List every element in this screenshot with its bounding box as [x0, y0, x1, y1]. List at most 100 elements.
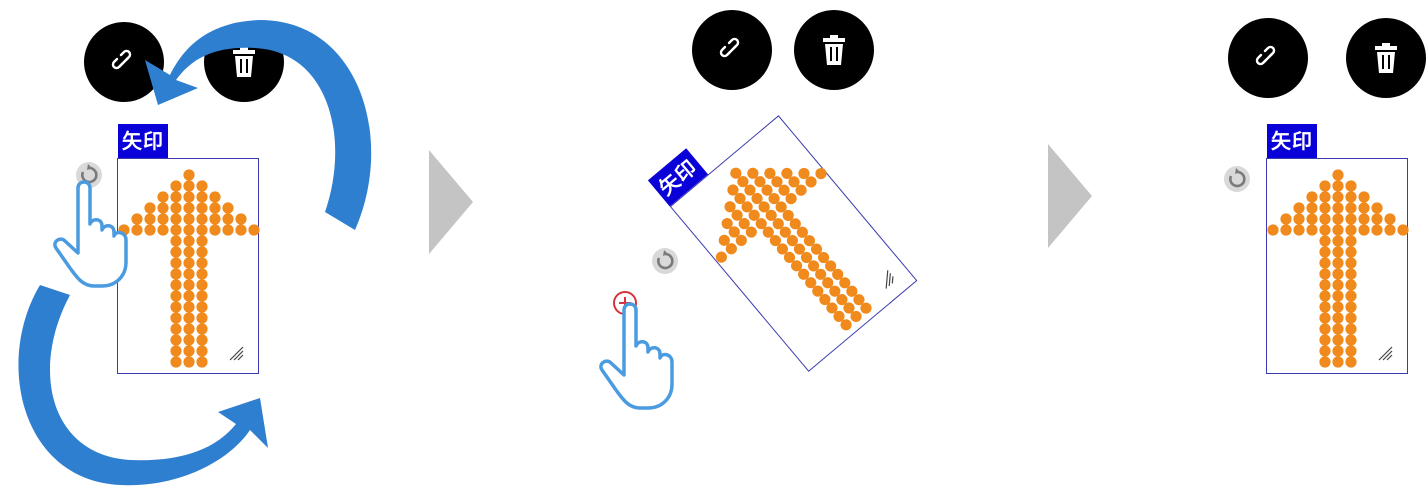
arrow-dot — [196, 290, 207, 301]
arrow-dot — [1319, 235, 1330, 246]
arrow-dot — [1358, 213, 1369, 224]
arrow-dot — [183, 268, 194, 279]
arrow-dot — [1306, 191, 1317, 202]
arrow-dot — [235, 224, 246, 235]
arrow-dot — [1293, 224, 1304, 235]
arrow-dot — [1293, 202, 1304, 213]
arrow-dot — [196, 202, 207, 213]
arrow-dot — [1319, 202, 1330, 213]
arrow-dot — [1319, 323, 1330, 334]
selection-frame[interactable] — [670, 115, 918, 372]
arrow-dot — [1345, 323, 1356, 334]
delete-button[interactable] — [204, 22, 284, 102]
arrow-dot — [209, 224, 220, 235]
arrow-dot — [157, 191, 168, 202]
arrow-dot — [1345, 268, 1356, 279]
arrow-dot — [196, 356, 207, 367]
arrow-dot — [170, 279, 181, 290]
step-panel-3: 矢印 — [1180, 0, 1428, 499]
next-step-icon — [1048, 144, 1092, 248]
arrow-dot — [1319, 180, 1330, 191]
arrow-dot — [170, 290, 181, 301]
arrow-dot — [1280, 213, 1291, 224]
arrow-dot — [1319, 334, 1330, 345]
arrow-dot — [1332, 235, 1343, 246]
delete-button[interactable] — [1346, 18, 1426, 98]
arrow-dot — [1280, 224, 1291, 235]
arrow-dot — [1319, 290, 1330, 301]
arrow-dot — [1345, 356, 1356, 367]
arrow-dot — [1332, 345, 1343, 356]
arrow-dot — [170, 257, 181, 268]
arrow-dot — [131, 224, 142, 235]
arrow-dot — [1345, 202, 1356, 213]
arrow-dot — [1371, 213, 1382, 224]
arrow-dot — [1293, 213, 1304, 224]
step-panel-2: 矢印 — [560, 0, 1000, 499]
rotated-object-group[interactable]: 矢印 — [670, 115, 918, 372]
object-label-tag: 矢印 — [118, 124, 168, 158]
arrow-dot — [183, 224, 194, 235]
arrow-dot — [1332, 290, 1343, 301]
delete-button[interactable] — [794, 10, 874, 90]
arrow-dot — [1345, 235, 1356, 246]
arrow-dot — [157, 213, 168, 224]
arrow-dot — [1371, 224, 1382, 235]
arrow-dot — [183, 334, 194, 345]
arrow-dot-shape — [1267, 159, 1409, 375]
arrow-dot — [196, 334, 207, 345]
arrow-dot — [183, 202, 194, 213]
arrow-dot — [170, 180, 181, 191]
arrow-dot — [1319, 224, 1330, 235]
arrow-dot — [1332, 279, 1343, 290]
arrow-dot — [196, 312, 207, 323]
arrow-dot — [1358, 191, 1369, 202]
arrow-dot — [1332, 180, 1343, 191]
arrow-dot — [1319, 312, 1330, 323]
trash-icon — [1373, 43, 1399, 73]
selection-frame[interactable] — [1266, 158, 1408, 374]
arrow-dot — [1332, 246, 1343, 257]
arrow-dot — [196, 191, 207, 202]
arrow-dot — [183, 246, 194, 257]
arrow-dot — [1397, 224, 1408, 235]
arrow-dot — [1332, 323, 1343, 334]
arrow-dot — [1319, 246, 1330, 257]
trash-icon — [821, 35, 847, 65]
rotate-icon[interactable] — [74, 160, 104, 190]
arrow-dot — [248, 224, 259, 235]
arrow-dot — [1306, 202, 1317, 213]
arrow-dot — [1345, 345, 1356, 356]
arrow-dot — [209, 202, 220, 213]
arrow-dot — [196, 235, 207, 246]
arrow-dot — [183, 191, 194, 202]
arrow-dot — [1358, 224, 1369, 235]
arrow-dot — [170, 246, 181, 257]
arrow-dot — [144, 224, 155, 235]
link-button[interactable] — [692, 10, 772, 90]
arrow-dot — [144, 202, 155, 213]
arrow-dot — [1319, 191, 1330, 202]
link-button[interactable] — [1228, 18, 1308, 98]
arrow-dot — [1345, 257, 1356, 268]
rotate-icon[interactable] — [1222, 164, 1252, 194]
arrow-dot — [1345, 312, 1356, 323]
resize-grip-icon[interactable] — [228, 345, 244, 361]
arrow-dot — [196, 246, 207, 257]
selection-frame[interactable] — [117, 158, 259, 374]
rotate-icon[interactable] — [650, 246, 680, 276]
arrow-dot — [196, 257, 207, 268]
arrow-dot — [170, 345, 181, 356]
trash-icon — [231, 47, 257, 77]
arrow-dot — [1371, 202, 1382, 213]
arrow-dot — [1319, 356, 1330, 367]
arrow-dot — [1332, 202, 1343, 213]
arrow-dot — [183, 323, 194, 334]
link-button[interactable] — [84, 22, 164, 102]
link-icon — [1253, 43, 1283, 73]
resize-grip-icon[interactable] — [1377, 345, 1393, 361]
arrow-dot — [1319, 213, 1330, 224]
arrow-dot — [196, 180, 207, 191]
arrow-dot — [196, 268, 207, 279]
arrow-dot — [183, 312, 194, 323]
